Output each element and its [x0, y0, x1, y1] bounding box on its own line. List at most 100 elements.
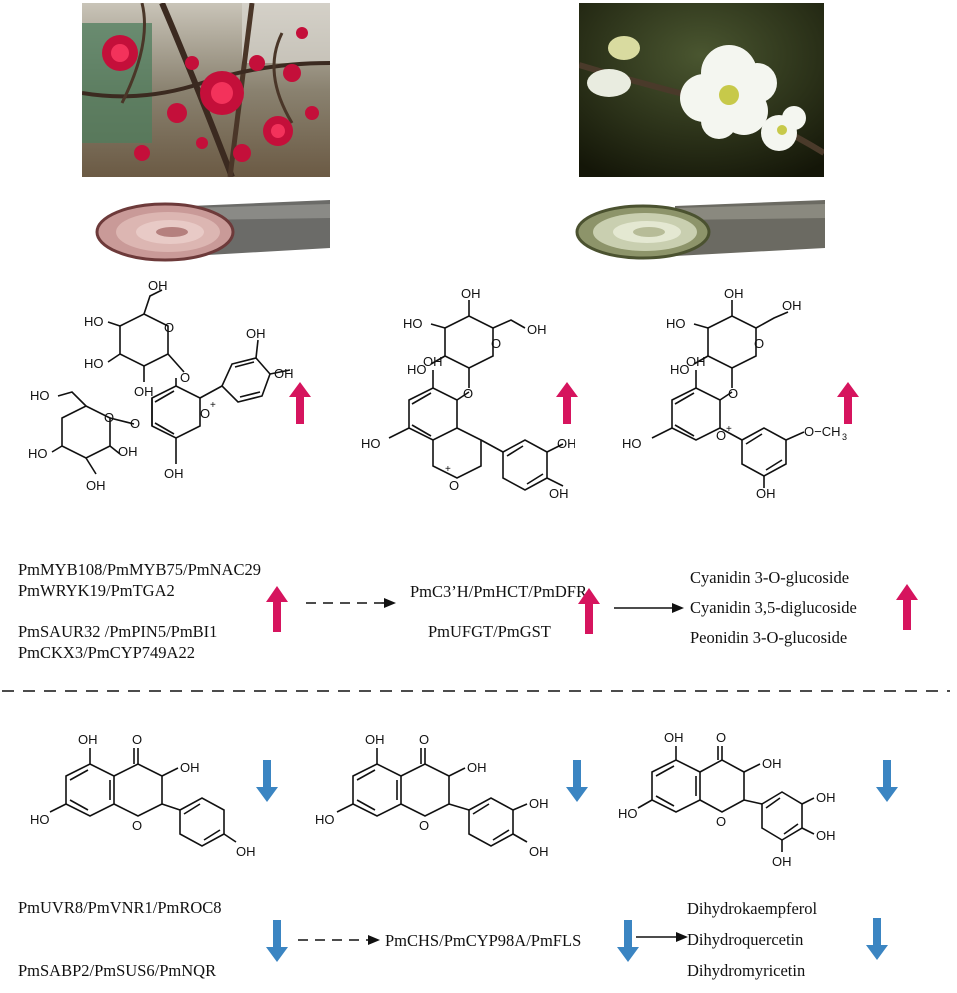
- down-arrow-icon: [617, 920, 639, 962]
- red-stem-illustration: [95, 200, 330, 262]
- atom-label-o: O: [132, 818, 142, 833]
- atom-label-plus: +: [726, 424, 732, 435]
- atom-label-o: O: [419, 732, 429, 747]
- upregulated-regulator-genes-group2: PmSAUR32 /PmPIN5/PmBI1 PmCKX3/PmCYP749A2…: [18, 621, 217, 663]
- dihydroquercetin-structure: OH O OH O HO OH OH: [315, 732, 549, 859]
- dihydrokaempferol-structure: OH O OH O HO OH: [30, 732, 256, 859]
- atom-label-oh: OH: [236, 844, 256, 859]
- atom-label-ho: HO: [315, 812, 335, 827]
- solid-arrow: [636, 932, 688, 942]
- atom-label-oh: OH: [557, 436, 575, 451]
- atom-label-oh: OH: [549, 486, 569, 501]
- atom-label-plus: +: [210, 400, 216, 411]
- atom-label-ho: HO: [670, 362, 690, 377]
- atom-label-oh: OH: [423, 354, 443, 369]
- atom-label-plus: +: [445, 464, 451, 475]
- white-flowered-mei-photo: [579, 3, 824, 177]
- upregulated-biosynthesis-genes: PmC3’H/PmHCT/PmDFR PmUFGT/PmGST: [410, 572, 587, 652]
- up-arrow-icon: [289, 382, 311, 424]
- atom-label-o-plus: O: [449, 478, 459, 493]
- atom-label-o-plus: O: [716, 428, 726, 443]
- down-arrow-icon: [876, 760, 898, 802]
- atom-label-oh: OH: [148, 278, 168, 293]
- upregulated-regulator-genes-group1: PmMYB108/PmMYB75/PmNAC29 PmWRYK19/PmTGA2: [18, 559, 261, 601]
- solid-arrow: [614, 603, 684, 613]
- down-arrow-icon: [566, 760, 588, 802]
- atom-label-o: O: [130, 416, 140, 431]
- section-divider: [2, 690, 950, 692]
- dashed-arrow: [298, 935, 380, 945]
- atom-label-oh: OH: [772, 854, 792, 869]
- atom-label-o-plus: O: [200, 406, 210, 421]
- atom-label-ho: HO: [403, 316, 423, 331]
- atom-label-oh: OH: [164, 466, 184, 481]
- atom-label-oh: OH: [134, 384, 154, 399]
- up-arrow-icon: [896, 584, 918, 630]
- atom-label-o: O: [716, 814, 726, 829]
- cyanidin-3-o-glucoside-structure: OH HO HO OH O O OH HO O + OH OH: [361, 288, 575, 501]
- atom-label-o: O: [180, 370, 190, 385]
- white-flower-illustration: [579, 3, 824, 177]
- up-arrow-icon: [837, 382, 859, 424]
- atom-label-ho: HO: [666, 316, 686, 331]
- atom-label-ho: HO: [361, 436, 381, 451]
- atom-label-och3: O−CH: [804, 424, 840, 439]
- atom-label-subscript-3: 3: [842, 432, 847, 442]
- atom-label-oh: OH: [664, 730, 684, 745]
- atom-label-oh: OH: [527, 322, 547, 337]
- atom-label-oh: OH: [816, 828, 836, 843]
- metabolite-name: Cyanidin 3-O-glucoside: [690, 568, 850, 587]
- up-arrow-icon: [578, 588, 600, 634]
- atom-label-oh: OH: [686, 354, 706, 369]
- atom-label-oh: OH: [78, 732, 98, 747]
- atom-label-oh: OH: [274, 366, 294, 381]
- gene-line: PmUFGT/PmGST: [428, 622, 551, 641]
- atom-label-oh: OH: [365, 732, 385, 747]
- atom-label-ho: HO: [30, 812, 50, 827]
- metabolite-name: Dihydromyricetin: [687, 961, 806, 980]
- green-stem-cross-section: [575, 198, 825, 262]
- upregulated-anthocyanins-list: Cyanidin 3-O-glucoside Cyanidin 3,5-digl…: [690, 563, 857, 653]
- atom-label-o: O: [754, 336, 764, 351]
- downregulated-biosynthesis-genes: PmCHS/PmCYP98A/PmFLS: [385, 930, 581, 951]
- atom-label-oh: OH: [529, 796, 549, 811]
- gene-line: PmCKX3/PmCYP749A22: [18, 643, 195, 662]
- atom-label-oh: OH: [756, 486, 776, 498]
- atom-label-oh: OH: [724, 288, 744, 301]
- atom-label-ho: HO: [28, 446, 48, 461]
- gene-line: PmMYB108/PmMYB75/PmNAC29: [18, 560, 261, 579]
- peonidin-3-o-glucoside-structure: OH HO HO OH O O OH HO O + O−CH 3 OH: [622, 288, 847, 498]
- green-stem-illustration: [575, 200, 825, 260]
- dihydromyricetin-structure: OH O OH O HO OH OH OH: [618, 730, 836, 869]
- up-arrow-icon: [266, 586, 288, 632]
- atom-label-ho: HO: [30, 388, 50, 403]
- atom-label-oh: OH: [180, 760, 200, 775]
- gene-line: PmSAUR32 /PmPIN5/PmBI1: [18, 622, 218, 641]
- downregulated-flavonols-list: Dihydrokaempferol Dihydroquercetin Dihyd…: [687, 893, 817, 986]
- downregulated-regulator-genes-group1: PmUVR8/PmVNR1/PmROC8: [18, 897, 222, 918]
- atom-label-oh: OH: [529, 844, 549, 859]
- atom-label-oh: OH: [782, 298, 802, 313]
- atom-label-o: O: [164, 320, 174, 335]
- atom-label-ho: HO: [84, 314, 104, 329]
- atom-label-ho: HO: [618, 806, 638, 821]
- metabolite-name: Cyanidin 3,5-diglucoside: [690, 598, 857, 617]
- atom-label-ho: HO: [407, 362, 427, 377]
- red-stem-cross-section: [90, 198, 330, 262]
- atom-label-oh: OH: [118, 444, 138, 459]
- atom-label-ho: HO: [84, 356, 104, 371]
- atom-label-o: O: [132, 732, 142, 747]
- red-flowered-mei-photo: [82, 3, 330, 177]
- down-arrow-icon: [266, 920, 288, 962]
- atom-label-oh: OH: [816, 790, 836, 805]
- atom-label-oh: OH: [762, 756, 782, 771]
- metabolite-name: Dihydroquercetin: [687, 930, 804, 949]
- atom-label-oh: OH: [461, 288, 481, 301]
- gene-line: PmCHS/PmCYP98A/PmFLS: [385, 931, 582, 950]
- atom-label-o: O: [491, 336, 501, 351]
- atom-label-oh: OH: [246, 326, 266, 341]
- atom-label-o: O: [104, 410, 114, 425]
- cyanidin-3-5-diglucoside-structure: OH HO HO OH O O OH OH HO HO OH OH O O O …: [28, 278, 294, 493]
- red-flower-illustration: [82, 3, 330, 177]
- gene-line: PmWRYK19/PmTGA2: [18, 581, 175, 600]
